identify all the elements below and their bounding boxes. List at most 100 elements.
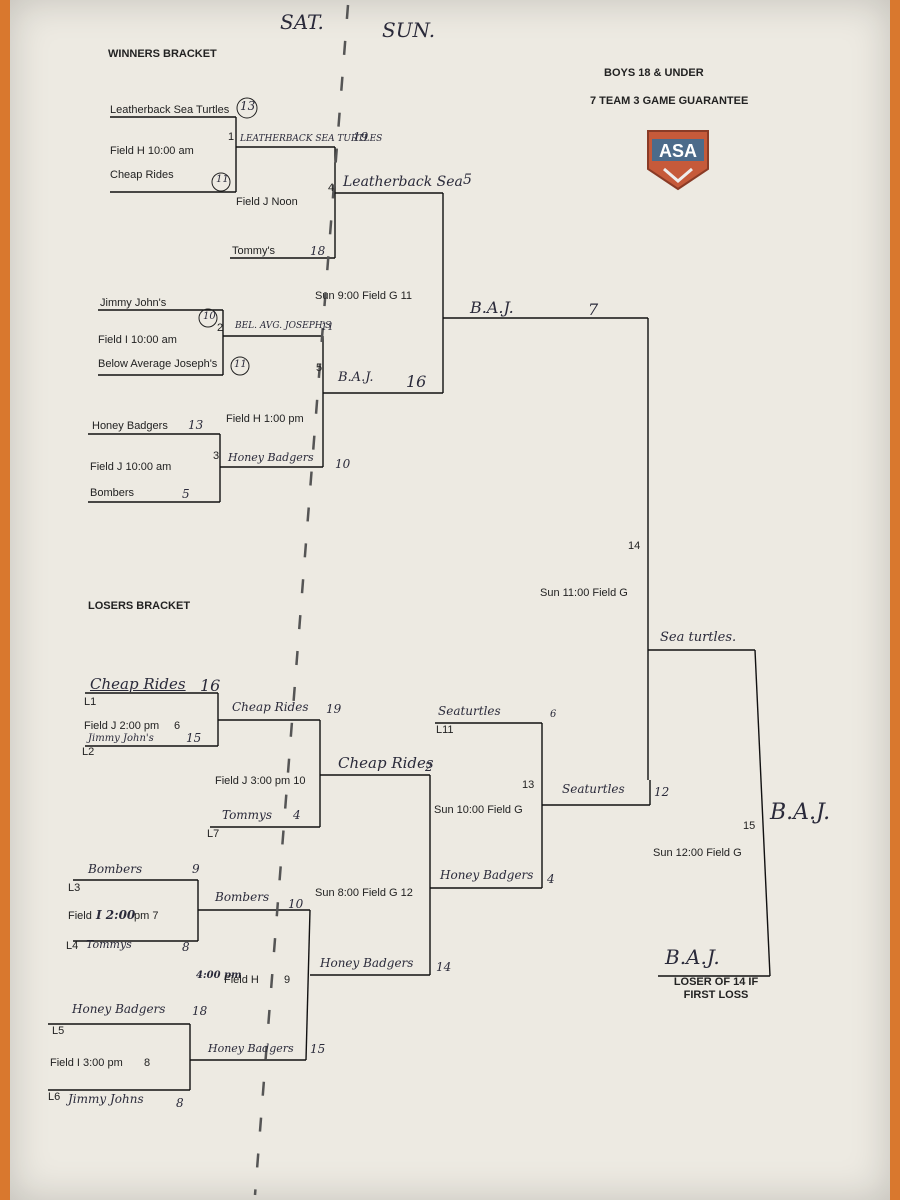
g1-field-time: Field H 10:00 am xyxy=(110,145,194,157)
g7-score-a: 9 xyxy=(192,862,200,876)
g1-score-a: 13 xyxy=(240,99,256,113)
g7-slot-b: L4 xyxy=(66,940,79,952)
g3-field-time: Field J 10:00 am xyxy=(90,461,172,473)
g5-field-time: Field H 1:00 pm xyxy=(226,413,304,425)
g10-slot-b: L7 xyxy=(207,828,220,840)
g14-game-number: 14 xyxy=(628,540,641,552)
g4-game-number: 4 xyxy=(328,182,335,194)
g15-game-number: 15 xyxy=(743,820,756,832)
g6-slot-b: L2 xyxy=(82,746,95,758)
g8-slot-a: L5 xyxy=(52,1025,65,1037)
g8-score-a: 18 xyxy=(192,1004,208,1018)
g13-score-b: 4 xyxy=(547,872,555,886)
g8-winner-score: 15 xyxy=(310,1042,326,1056)
g13-score-a: 6 xyxy=(550,709,557,720)
g7-field-handwritten: I 2:00 xyxy=(96,908,136,922)
g8-field-time: Field I 3:00 pm xyxy=(50,1057,123,1069)
g13-field-time: Sun 10:00 Field G xyxy=(434,804,523,816)
g5-winner-score: 16 xyxy=(406,372,427,391)
g9-game-number: 9 xyxy=(284,974,291,986)
g8-score-b: 8 xyxy=(176,1096,184,1110)
g14-winner: Sea turtles. xyxy=(660,630,737,645)
g2-team-b: Below Average Joseph's xyxy=(98,358,218,370)
g7-winner-score: 10 xyxy=(288,897,304,911)
g1-winner-score: 19 xyxy=(353,130,369,144)
champion: B.A.J. xyxy=(770,800,831,825)
g7-slot-a: L3 xyxy=(68,882,81,894)
g8-slot-b: L6 xyxy=(48,1091,61,1103)
g15-loser-of-14: B.A.J. xyxy=(665,945,720,969)
g7-team-b: Tommys xyxy=(86,938,132,951)
g9-field: Field H xyxy=(224,974,259,986)
g6-slot-a: L1 xyxy=(84,696,97,708)
g7-field-prefix: Field xyxy=(68,910,92,922)
g13-slot-a: L11 xyxy=(436,724,454,736)
g8-team-a: Honey Badgers xyxy=(72,1002,166,1016)
g2-team-a: Jimmy John's xyxy=(100,297,167,309)
g13-winner: Seaturtles xyxy=(562,782,625,796)
g5-game-number: 5 xyxy=(316,362,323,374)
g6-team-b: Jimmy John's xyxy=(88,733,154,744)
g1-score-b: 11 xyxy=(216,174,229,185)
g3-score-a: 13 xyxy=(188,418,204,432)
g14-field-time: Sun 11:00 Field G xyxy=(540,587,628,599)
g2-score-b: 11 xyxy=(234,359,247,370)
g6-score-a: 16 xyxy=(200,676,221,695)
g15-field-time: Sun 12:00 Field G xyxy=(653,847,742,859)
asa-logo: ASA xyxy=(642,125,714,193)
g13-team-a: Seaturtles xyxy=(438,704,501,718)
g3-score-b: 5 xyxy=(182,487,190,501)
g2-score-a: 10 xyxy=(203,311,216,322)
g6-game-number: 6 xyxy=(174,720,181,732)
g7-winner: Bombers xyxy=(215,890,270,904)
g6-winner: Cheap Rides xyxy=(232,700,309,714)
g9-winner-score: 14 xyxy=(436,960,452,974)
g8-winner: Honey Badgers xyxy=(208,1042,294,1055)
g3-game-number: 3 xyxy=(213,450,220,462)
g5-winner: B.A.J. xyxy=(338,370,374,385)
g13-team-b: Honey Badgers xyxy=(440,868,534,882)
g13-game-number: 13 xyxy=(522,779,535,791)
g9-winner: Honey Badgers xyxy=(320,956,414,970)
g2-game-number: 2 xyxy=(217,322,224,334)
g11-field-time: Sun 9:00 Field G 11 xyxy=(315,290,413,302)
division-title: BOYS 18 & UNDER xyxy=(604,67,704,79)
g12-field-time: Sun 8:00 Field G 12 xyxy=(315,887,413,899)
logo-text: ASA xyxy=(659,141,697,161)
g7-team-a: Bombers xyxy=(88,862,143,876)
g10-winner: Cheap Rides xyxy=(338,754,434,772)
g8-team-b: Jimmy Johns xyxy=(68,1092,144,1106)
g10-team-b: Tommys xyxy=(222,808,272,822)
g10-field-time: Field J 3:00 pm 10 xyxy=(215,775,306,787)
g10-winner-score: 2 xyxy=(425,760,433,774)
g3-winner-score: 10 xyxy=(335,457,351,471)
g1-winner: LEATHERBACK SEA TURTLES xyxy=(240,134,383,144)
g2-winner: BEL. AVG. JOSEPH'S xyxy=(235,321,332,331)
g3-team-a: Honey Badgers xyxy=(92,420,168,432)
g10-score-b: 4 xyxy=(293,808,301,822)
g11-winner-score: 7 xyxy=(588,300,599,319)
g11-winner: B.A.J. xyxy=(470,298,514,317)
g6-score-b: 15 xyxy=(186,731,202,745)
g13-winner-score: 12 xyxy=(654,785,670,799)
g15-loser-note: LOSER OF 14 IF FIRST LOSS xyxy=(673,976,759,1001)
g4-winner: Leatherback Sea xyxy=(343,174,463,190)
g2-field-time: Field I 10:00 am xyxy=(98,334,177,346)
losers-bracket-heading: LOSERS BRACKET xyxy=(88,600,191,612)
g7-score-b: 8 xyxy=(182,940,190,954)
g7-field-suffix: pm 7 xyxy=(134,910,159,922)
g6-team-a: Cheap Rides xyxy=(90,675,186,693)
g1-team-b: Cheap Rides xyxy=(110,169,174,181)
g4-score-b: 18 xyxy=(310,244,326,258)
g8-game-number: 8 xyxy=(144,1057,151,1069)
g2-winner-score: 11 xyxy=(321,322,334,333)
sun-label: SUN. xyxy=(382,18,436,42)
g4-winner-score: 5 xyxy=(463,172,472,188)
format-subtitle: 7 TEAM 3 GAME GUARANTEE xyxy=(590,95,749,107)
g4-team-b: Tommy's xyxy=(232,245,276,257)
g6-field-time: Field J 2:00 pm xyxy=(84,720,160,732)
bracket-lines xyxy=(48,4,771,1196)
g6-winner-score: 19 xyxy=(326,702,342,716)
g1-game-number: 1 xyxy=(228,131,235,143)
g4-field-time: Field J Noon xyxy=(236,196,298,208)
